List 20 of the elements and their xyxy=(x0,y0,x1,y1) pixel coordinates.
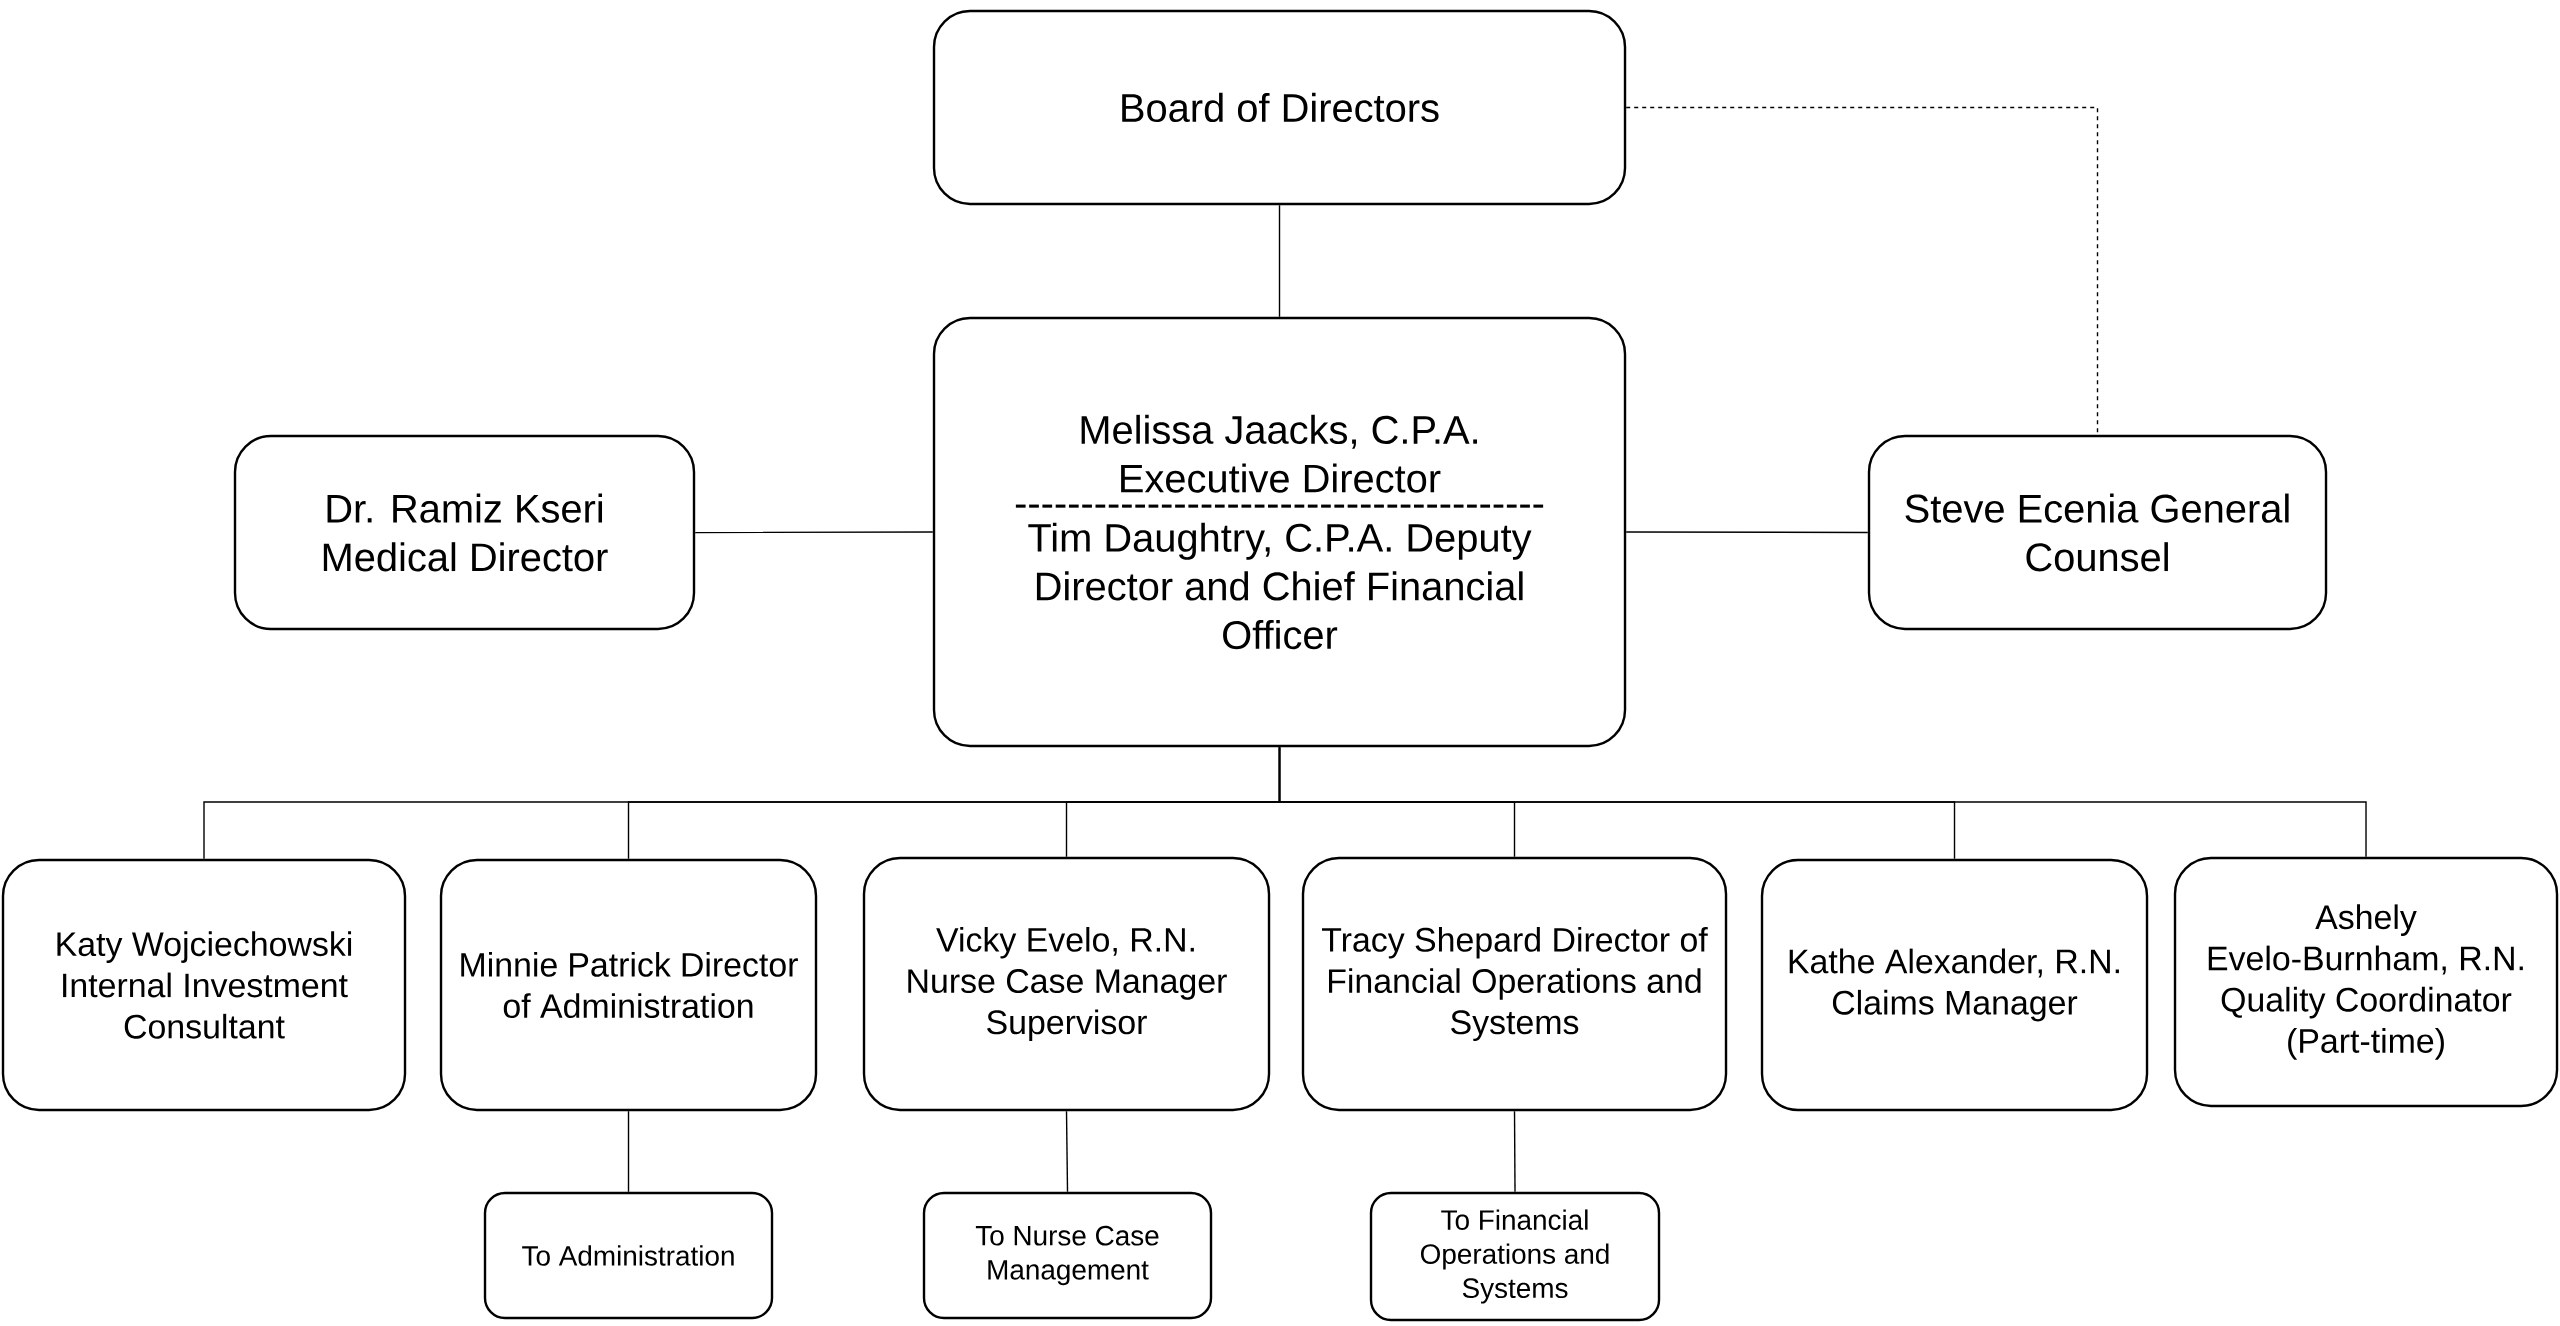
title-box: Tracy Shepard Director of Financial Operations and Systems xyxy=(1301,856,1728,1112)
reference-box: To Administration xyxy=(483,1191,774,1320)
title-box: Minnie Patrick Director of Administration xyxy=(439,858,818,1112)
title-box: Kathe Alexander, R.N. Claims Manager xyxy=(1760,858,2149,1112)
title-box: Dr. Ramiz Kseri Medical Director xyxy=(233,434,696,631)
connector-line xyxy=(1065,1110,1069,1193)
title-box: Melissa Jaacks, C.P.A. Executive Director ---------------------------------------- Tim Daughtry, C.P.A. Deputy Director and Chief Financial Officer xyxy=(932,316,1627,748)
title-box: Katy Wojciechowski Internal Investment Consultant xyxy=(1,858,407,1112)
connector-line xyxy=(694,531,934,534)
connector-line xyxy=(1278,204,1281,318)
connector-line xyxy=(1278,746,2367,858)
title-box: Board of Directors xyxy=(932,9,1627,206)
title-box: Ashely Evelo-Burnham, R.N. Quality Coordinator (Part-time) xyxy=(2173,856,2559,1108)
connector-line xyxy=(1513,1110,1516,1193)
title-box: Vicky Evelo, R.N. Nurse Case Manager Supervisor xyxy=(862,856,1271,1112)
reference-box: To Nurse Case Management xyxy=(922,1191,1213,1320)
title-box: Steve Ecenia General Counsel xyxy=(1867,434,2328,631)
connector-line xyxy=(627,1110,630,1193)
reference-box: To Financial Operations and Systems xyxy=(1369,1191,1661,1322)
connector-line xyxy=(1625,531,1869,534)
